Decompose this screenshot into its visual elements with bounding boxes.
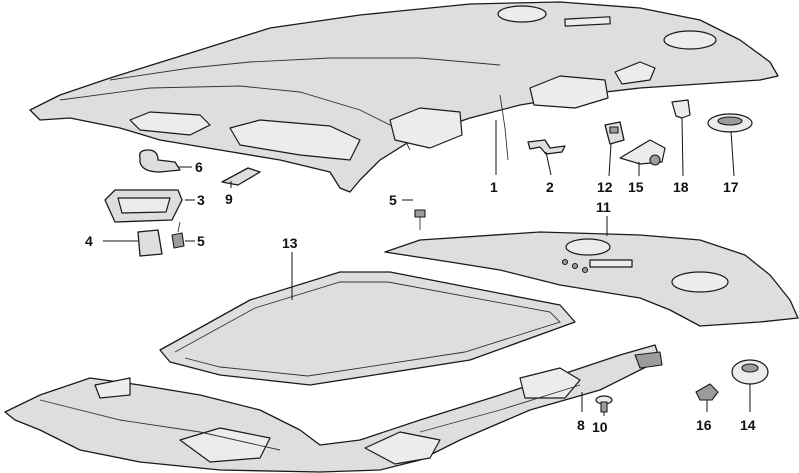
callout-8: 8 (577, 417, 585, 433)
part-8-front-section (4, 344, 663, 473)
part-16-clip (695, 383, 719, 401)
callout-5-screw-lower: 5 (197, 233, 205, 249)
callout-12: 12 (597, 179, 613, 195)
callout-16: 16 (696, 417, 712, 433)
part-15-cover (619, 139, 666, 166)
callout-11: 11 (596, 199, 611, 215)
callout-4: 4 (85, 233, 93, 249)
part-9-trim (221, 167, 261, 186)
callout-5-screw-upper: 5 (389, 192, 397, 208)
part-14-cover (731, 359, 769, 385)
part-5-screw-b (414, 209, 426, 230)
callout-18: 18 (673, 179, 689, 195)
part-3-handle (104, 189, 183, 223)
callout-10: 10 (592, 419, 608, 435)
callout-9: 9 (225, 191, 233, 207)
part-17-grille (707, 113, 753, 133)
callout-17: 17 (723, 179, 739, 195)
callout-15: 15 (628, 179, 644, 195)
callout-6: 6 (195, 159, 203, 175)
part-13-panel (159, 271, 576, 386)
headliner-main (29, 1, 779, 193)
part-5-screw-a (171, 221, 185, 249)
part-10-screw (595, 395, 613, 413)
callout-13: 13 (282, 235, 298, 251)
leader-lines (103, 117, 751, 416)
callouts: 1 2 3 4 5 5 6 8 9 10 11 12 13 14 15 16 1… (85, 159, 756, 435)
callout-3: 3 (197, 192, 205, 208)
part-6-clip (139, 149, 181, 173)
part-4-cap (137, 229, 163, 257)
part-18-clip (671, 99, 691, 119)
part-2-bracket (527, 139, 566, 155)
callout-2: 2 (546, 179, 554, 195)
callout-14: 14 (740, 417, 756, 433)
part-12-clip (604, 121, 625, 145)
callout-1: 1 (490, 179, 498, 195)
